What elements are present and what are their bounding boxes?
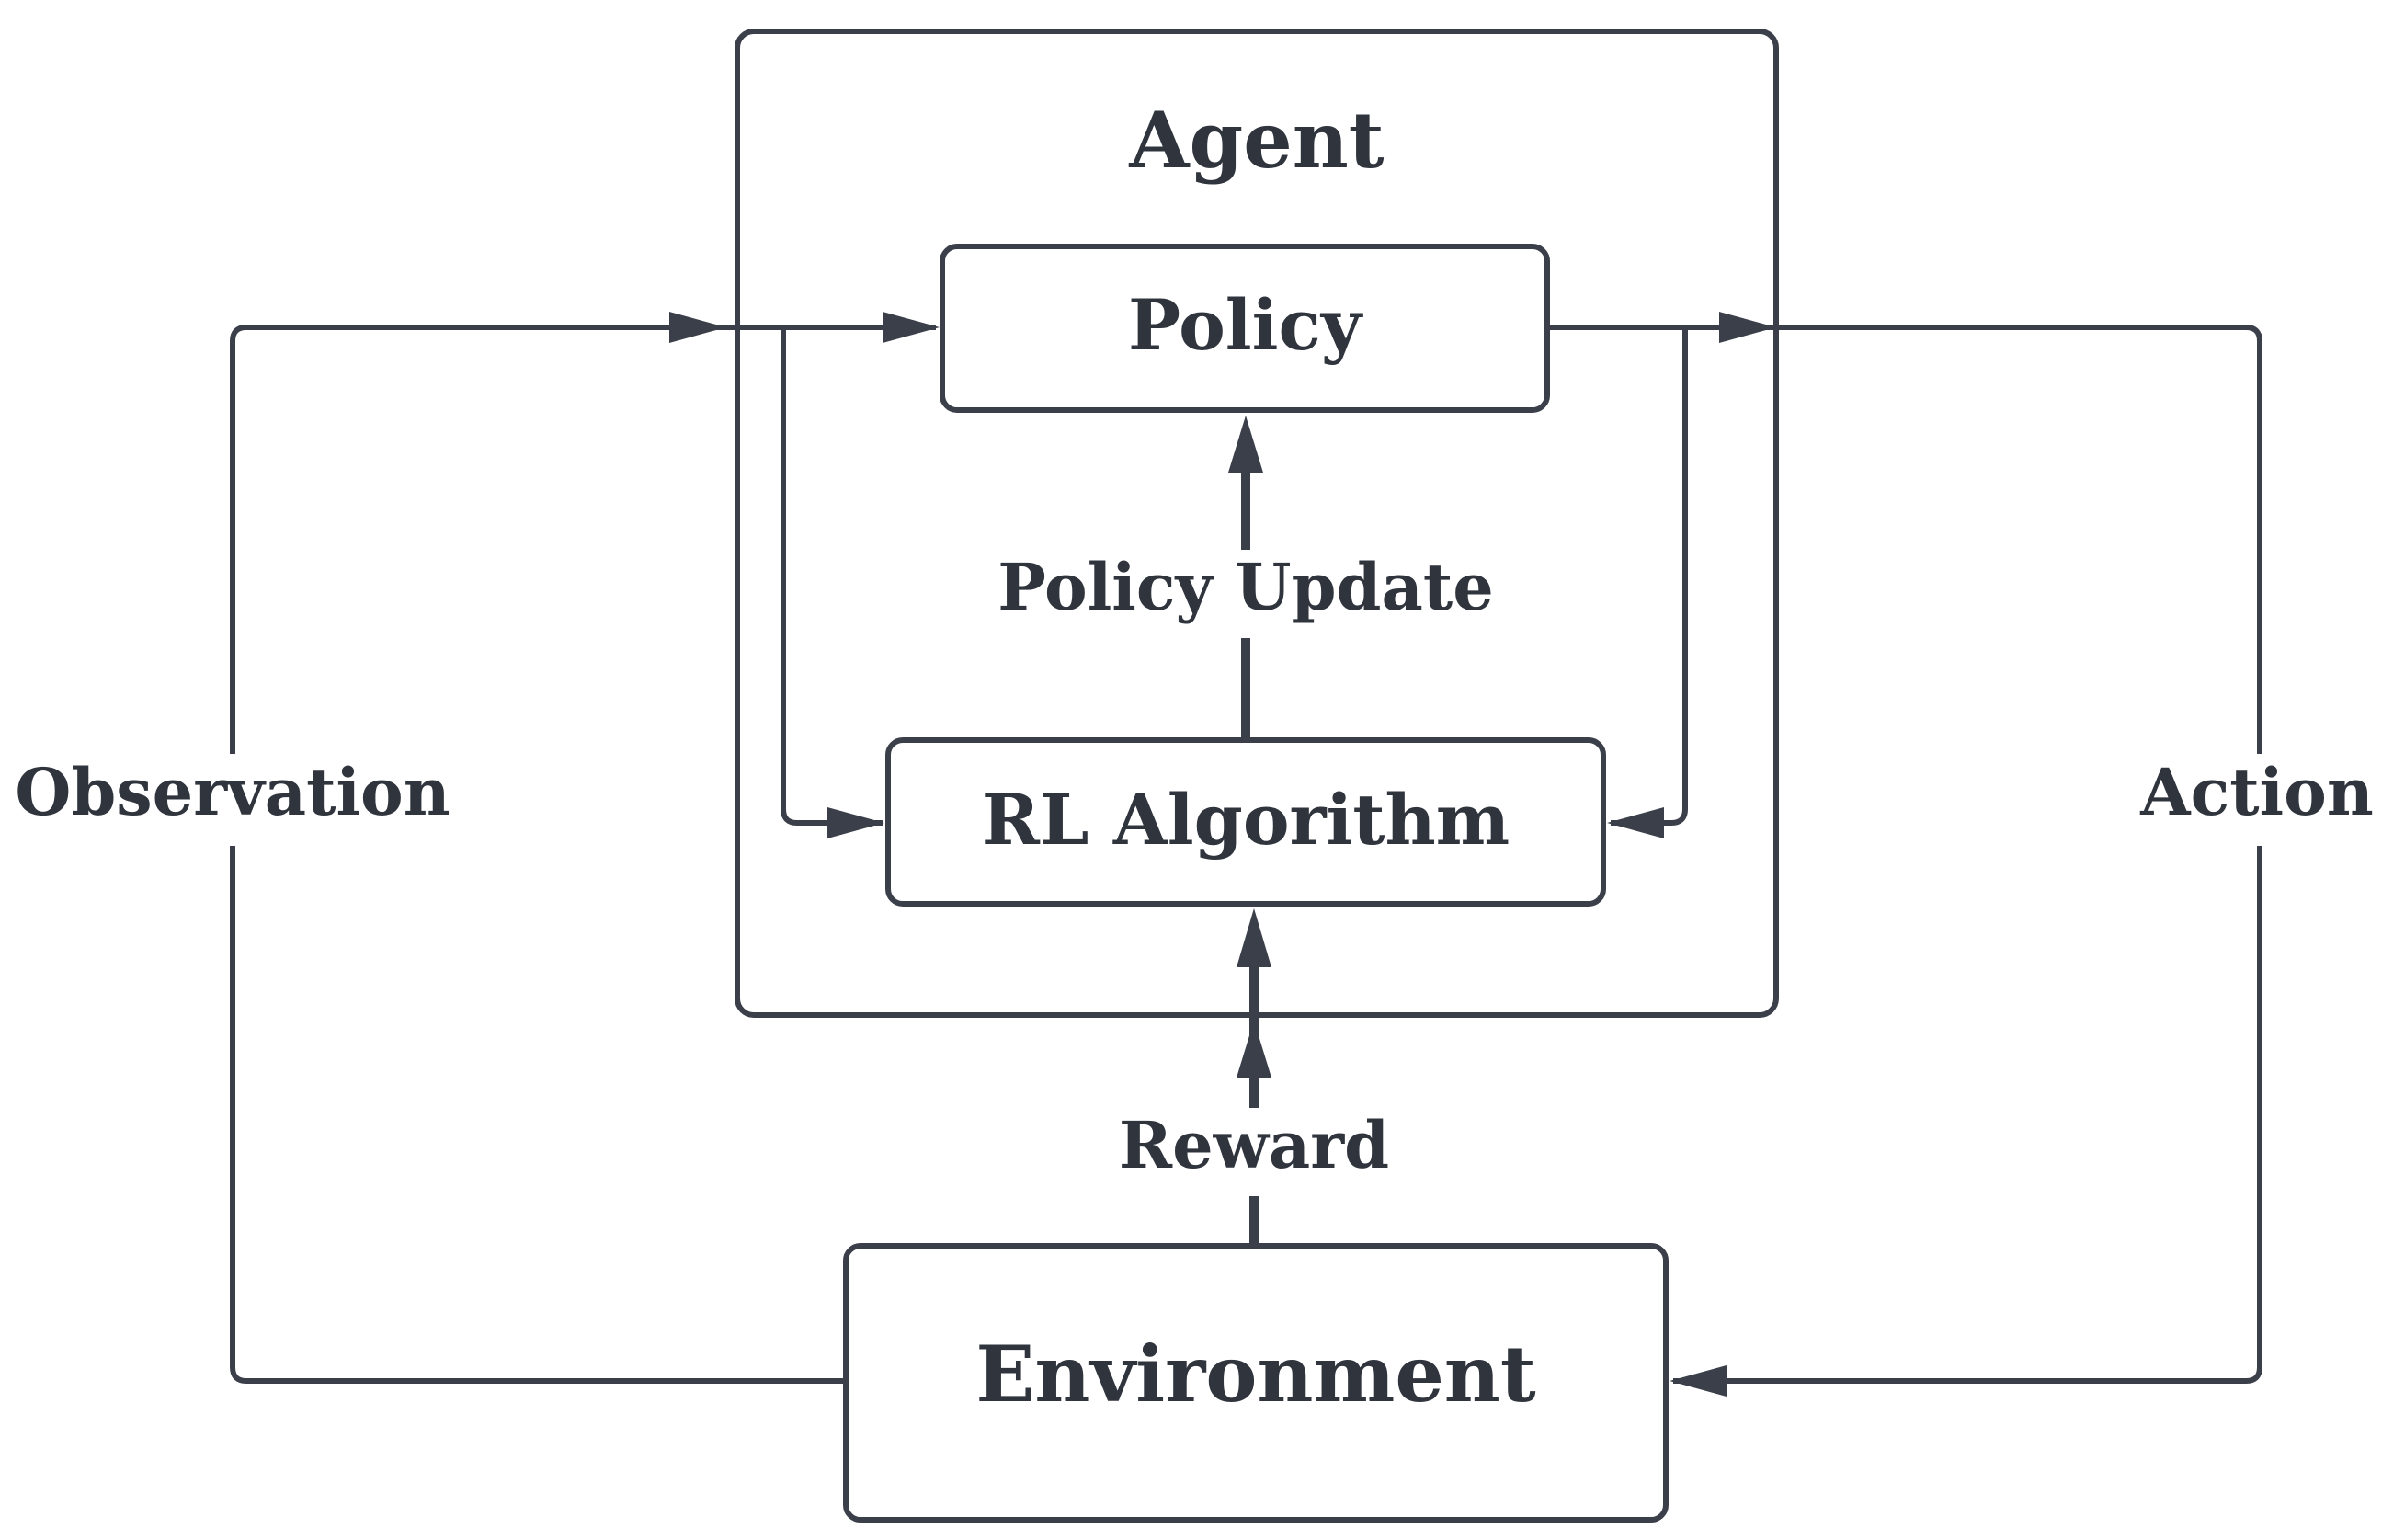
observation-to-rl-arrowhead [827,807,884,838]
rl-algorithm-label: RL Algorithm [982,779,1510,861]
observation-arrowhead-outer [669,312,726,343]
action-label-bg [2133,754,2382,846]
reward-label: Reward [1119,1107,1389,1183]
reward-arrowhead-lower [1237,1021,1271,1078]
policy-update-label: Policy Update [997,549,1493,625]
agent-label: Agent [1128,95,1384,186]
observation-label: Observation [15,754,450,830]
action-label: Action [2139,754,2373,830]
action-arrowhead-environment [1670,1365,1727,1397]
observation-edge [230,325,936,1384]
observation-label-bg [18,754,450,846]
action-to-rl-arrowhead [1607,807,1664,838]
policy-update-arrowhead [1228,416,1263,473]
environment-label: Environment [975,1329,1536,1420]
policy-update-label-bg [993,550,1499,638]
action-to-rl-edge [1611,327,1688,826]
action-edge [1547,325,2262,1384]
reward-arrowhead-upper [1237,908,1271,967]
policy-label: Policy [1128,284,1363,366]
observation-arrowhead-policy [883,312,940,343]
reward-label-bg [1103,1108,1405,1196]
observation-to-rl-edge [781,327,883,826]
action-arrowhead-outer [1719,312,1776,343]
